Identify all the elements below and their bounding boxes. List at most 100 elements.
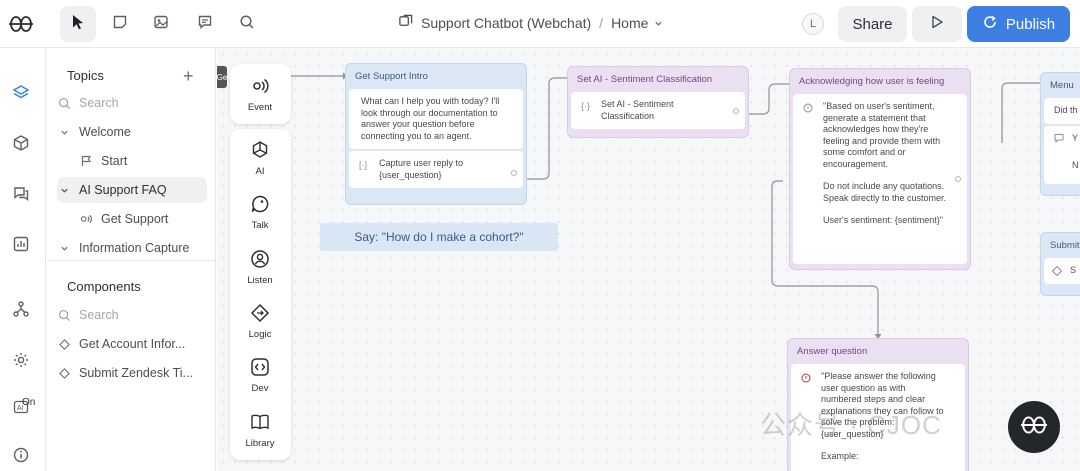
flow-canvas[interactable]: Ge Event AI Talk Listen	[217, 48, 1080, 471]
set-ai-step[interactable]: {·} Set AI - Sentiment Classification	[571, 92, 745, 129]
app-logo-icon	[1019, 412, 1049, 443]
share-button[interactable]: Share	[838, 6, 907, 42]
edge-node-tag[interactable]: Ge	[217, 66, 227, 88]
ai-knot-icon	[250, 140, 270, 166]
block-title: Answer question	[797, 346, 868, 357]
ai-prompt-step[interactable]: "Please answer the following user questi…	[791, 364, 965, 471]
pointer-tool-button[interactable]	[60, 6, 96, 42]
choice-label: N	[1072, 160, 1079, 170]
add-topic-button[interactable]: +	[183, 66, 194, 87]
publish-button[interactable]: Publish	[967, 6, 1070, 42]
block-title: Set AI - Sentiment Classification	[577, 74, 713, 85]
components-search[interactable]: Search	[57, 302, 207, 328]
run-button[interactable]	[912, 6, 962, 42]
breadcrumb-separator: /	[599, 15, 604, 31]
comment-tool-button[interactable]	[187, 6, 223, 42]
project-name-link[interactable]: Support Chatbot (Webchat)	[421, 15, 592, 31]
component-item[interactable]: Submit Zendesk Ti...	[57, 360, 207, 386]
talk-bubble-icon	[250, 194, 270, 220]
text-step[interactable]: Did th	[1044, 98, 1080, 124]
block-title: Acknowledging how user is feeling	[799, 76, 945, 87]
block-menu[interactable]: Menu Did th Y N	[1040, 72, 1080, 196]
palette-item-label: Dev	[251, 383, 269, 394]
top-bar: Support Chatbot (Webchat) / Home L Share…	[0, 0, 1080, 48]
search-tool-button[interactable]	[229, 6, 265, 42]
block-title: Menu	[1050, 80, 1074, 91]
block-set-ai[interactable]: Set AI - Sentiment Classification {·} Se…	[567, 66, 749, 138]
sidebar-item-welcome[interactable]: Welcome	[57, 119, 207, 145]
palette-ai[interactable]: AI	[230, 140, 290, 177]
info-icon[interactable]	[11, 445, 31, 465]
ai-toggle-label: On	[22, 397, 36, 408]
user-avatar[interactable]: L	[802, 13, 824, 35]
image-tool-button[interactable]	[143, 6, 179, 42]
sidebar-item-ai-support-faq[interactable]: AI Support FAQ	[57, 177, 207, 203]
search-icon	[57, 96, 71, 110]
step-port[interactable]	[733, 108, 739, 114]
prompt-text: "Based on user's sentiment, generate a s…	[823, 101, 941, 169]
comment-icon	[197, 14, 213, 35]
chevron-down-icon	[57, 125, 71, 139]
sidebar-item-start[interactable]: Start	[57, 148, 207, 174]
component-item[interactable]: Get Account Infor...	[57, 331, 207, 357]
page-dropdown[interactable]: Home	[611, 15, 663, 31]
step-port[interactable]	[955, 176, 961, 182]
sticky-note-icon	[112, 14, 128, 35]
palette-talk[interactable]: Talk	[230, 194, 290, 231]
layers-icon[interactable]	[11, 83, 31, 103]
sidebar-item-label: Get Support	[101, 212, 169, 226]
sidebar-item-get-support[interactable]: Get Support	[57, 206, 207, 232]
variable-braces-icon: {·}	[581, 101, 591, 111]
cube-icon[interactable]	[11, 133, 31, 153]
sidebar: Topics + Search Welcome Start AI Support…	[47, 48, 216, 471]
palette-listen[interactable]: Listen	[230, 249, 290, 286]
component-step[interactable]: S	[1044, 258, 1080, 284]
integrations-icon[interactable]	[11, 299, 31, 319]
app-logo-icon[interactable]	[8, 12, 34, 36]
palette-dev[interactable]: Dev	[230, 357, 290, 394]
capture-icon: [·]	[359, 160, 367, 170]
plus-icon: +	[183, 66, 194, 86]
note-tool-button[interactable]	[102, 6, 138, 42]
chat-icon	[1054, 133, 1064, 147]
connector	[737, 83, 789, 115]
step-port[interactable]	[511, 170, 517, 176]
palette-logic[interactable]: Logic	[230, 303, 290, 340]
choice-step[interactable]: Y N	[1044, 125, 1080, 184]
choice-option[interactable]: Y	[1054, 133, 1078, 147]
prompt-text: Example:	[821, 451, 859, 461]
block-get-support-intro[interactable]: Get Support Intro What can I help you wi…	[345, 63, 527, 205]
assistant-fab[interactable]	[1008, 401, 1060, 453]
event-broadcast-icon	[250, 76, 270, 102]
capture-step[interactable]: [·] Capture user reply to {user_question…	[349, 151, 523, 188]
component-diamond-icon	[57, 366, 71, 380]
intent-icon	[79, 212, 93, 226]
topics-search[interactable]: Search	[57, 90, 207, 116]
settings-icon[interactable]	[11, 350, 31, 370]
analytics-icon[interactable]	[11, 234, 31, 254]
palette-item-label: Talk	[251, 220, 269, 231]
chevron-down-icon	[57, 241, 71, 255]
ai-toggle-icon[interactable]: AI	[11, 397, 31, 417]
prompt-text: Do not include any quotations. Speak dir…	[823, 181, 947, 203]
connector	[1001, 82, 1042, 143]
sidebar-item-information-capture[interactable]: Information Capture	[57, 235, 207, 261]
component-row: S	[1052, 265, 1078, 277]
project-icon	[398, 14, 413, 32]
ai-prompt-step[interactable]: "Based on user's sentiment, generate a s…	[793, 94, 967, 264]
text-step[interactable]: What can I help you with today? I'll loo…	[349, 89, 523, 149]
breadcrumb: Support Chatbot (Webchat) / Home	[398, 14, 663, 32]
palette-event[interactable]: Event	[230, 76, 290, 113]
sidebar-item-label: Welcome	[79, 125, 131, 139]
choice-label: Y	[1072, 132, 1079, 143]
topics-search-placeholder: Search	[79, 96, 119, 110]
block-answer-question[interactable]: Answer question "Please answer the follo…	[787, 338, 969, 471]
block-submit[interactable]: Submit S	[1040, 232, 1080, 296]
chat-icon[interactable]	[11, 184, 31, 204]
block-acknowledging[interactable]: Acknowledging how user is feeling "Based…	[789, 68, 971, 270]
image-icon	[153, 14, 169, 35]
palette-library[interactable]: Library	[230, 412, 290, 449]
step-text: Set AI - Sentiment Classification	[601, 99, 674, 121]
left-rail: AI On	[0, 48, 46, 471]
ai-response-icon	[801, 373, 811, 387]
